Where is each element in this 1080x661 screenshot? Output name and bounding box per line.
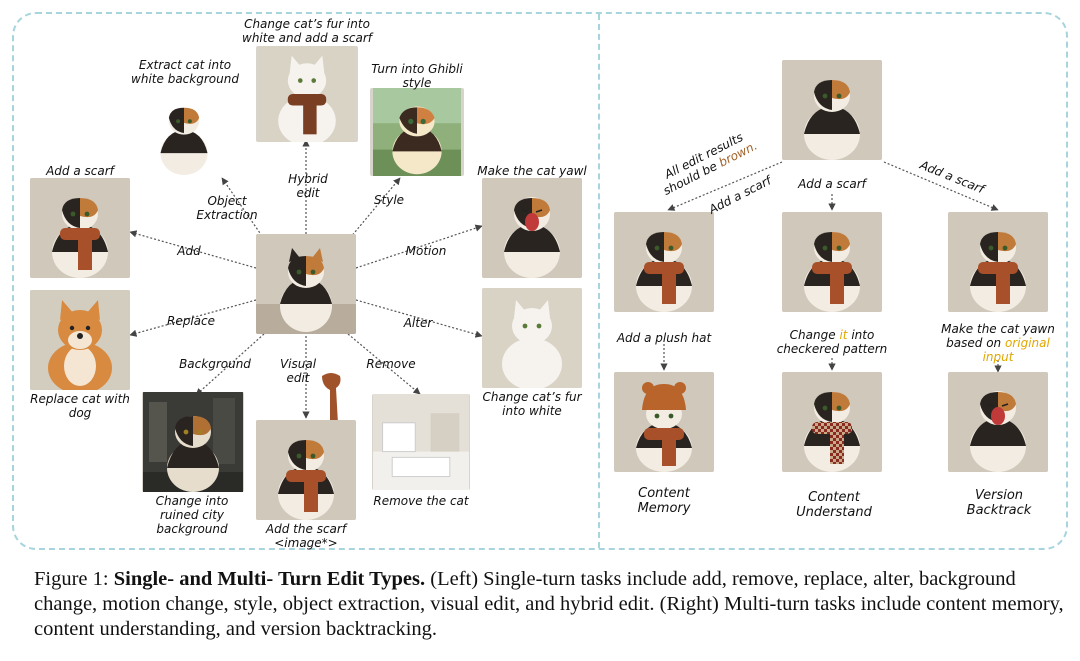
cat-scarf-image xyxy=(30,178,130,278)
right-scarf-cat-3-image xyxy=(948,212,1048,312)
label-yawn: Make the cat yawn based on original inpu… xyxy=(930,322,1066,364)
empty-kitchen-image xyxy=(372,394,470,490)
ghibli-cat-image xyxy=(370,88,464,176)
op-motion: Motion xyxy=(405,244,447,258)
caption-prefix: Figure 1: xyxy=(34,568,109,590)
caption-bold: Single- and Multi- Turn Edit Types. xyxy=(113,568,426,590)
label-extract: Extract cat into white background xyxy=(131,58,239,86)
label-yawn-b: based on xyxy=(946,336,1002,350)
label-version-backtrack: Version Backtrack xyxy=(966,488,1032,518)
visual-edit-cat-image xyxy=(256,420,356,520)
checkered-scarf-cat-image xyxy=(782,372,882,472)
op-background: Background xyxy=(179,357,251,371)
op-remove: Remove xyxy=(366,357,416,371)
label-ruined: Change into ruined city background xyxy=(155,494,229,536)
figure-caption: Figure 1: Single- and Multi- Turn Edit T… xyxy=(34,567,1064,642)
white-cat-scarf-image xyxy=(256,46,358,142)
label-add-scarf-b: Add a scarf xyxy=(798,177,866,191)
label-content-memory: Content Memory xyxy=(637,486,691,516)
op-visual-edit: Visual edit xyxy=(279,357,317,385)
label-add-scarf: Add a scarf xyxy=(46,164,114,178)
figure-frame xyxy=(12,12,1068,550)
panel-divider xyxy=(598,14,600,548)
op-object-extraction: Object Extraction xyxy=(196,194,258,222)
extracted-cat-image xyxy=(142,90,226,176)
label-fur-white: Change cat’s fur into white xyxy=(482,390,582,418)
ruined-city-cat-image xyxy=(142,392,244,492)
label-replace-dog: Replace cat with dog xyxy=(30,392,130,420)
cat-yawl-image xyxy=(482,178,582,278)
label-yawl: Make the cat yawl xyxy=(477,164,587,178)
right-scarf-cat-2-image xyxy=(782,212,882,312)
label-yawn-original: original xyxy=(1004,336,1050,350)
op-alter: Alter xyxy=(403,316,433,330)
label-plush-hat: Add a plush hat xyxy=(616,331,712,345)
plush-hat-cat-image xyxy=(614,372,714,472)
label-yawn-input: input xyxy=(982,350,1014,364)
label-checkered-it: it xyxy=(839,328,848,342)
op-replace: Replace xyxy=(166,314,215,328)
label-image-token: <image*> xyxy=(274,536,338,550)
label-remove-cat: Remove the cat xyxy=(373,494,469,508)
center-cat-image xyxy=(256,234,356,334)
op-style: Style xyxy=(373,193,405,207)
label-checkered-b: into checkered pattern xyxy=(776,328,888,356)
label-checkered: Change it into checkered pattern xyxy=(770,328,894,356)
white-cat-image xyxy=(482,288,582,388)
label-checkered-a: Change xyxy=(789,328,836,342)
op-add: Add xyxy=(177,244,201,258)
yawn-cat-image xyxy=(948,372,1048,472)
scarf-reference-image xyxy=(318,370,344,426)
label-fur-white-scarf: Change cat’s fur into white and add a sc… xyxy=(242,17,372,45)
right-scarf-cat-1-image xyxy=(614,212,714,312)
label-add-the-scarf: Add the scarf xyxy=(265,522,347,536)
label-content-understand: Content Understand xyxy=(796,490,872,520)
caption-text: (Left) Single-turn tasks include add, re… xyxy=(34,568,1064,640)
label-yawn-a: Make the cat yawn xyxy=(941,322,1055,336)
dog-image xyxy=(30,290,130,390)
label-ghibli: Turn into Ghibli style xyxy=(371,62,463,90)
right-original-cat-image xyxy=(782,60,882,160)
op-hybrid-edit: Hybrid edit xyxy=(288,172,328,200)
